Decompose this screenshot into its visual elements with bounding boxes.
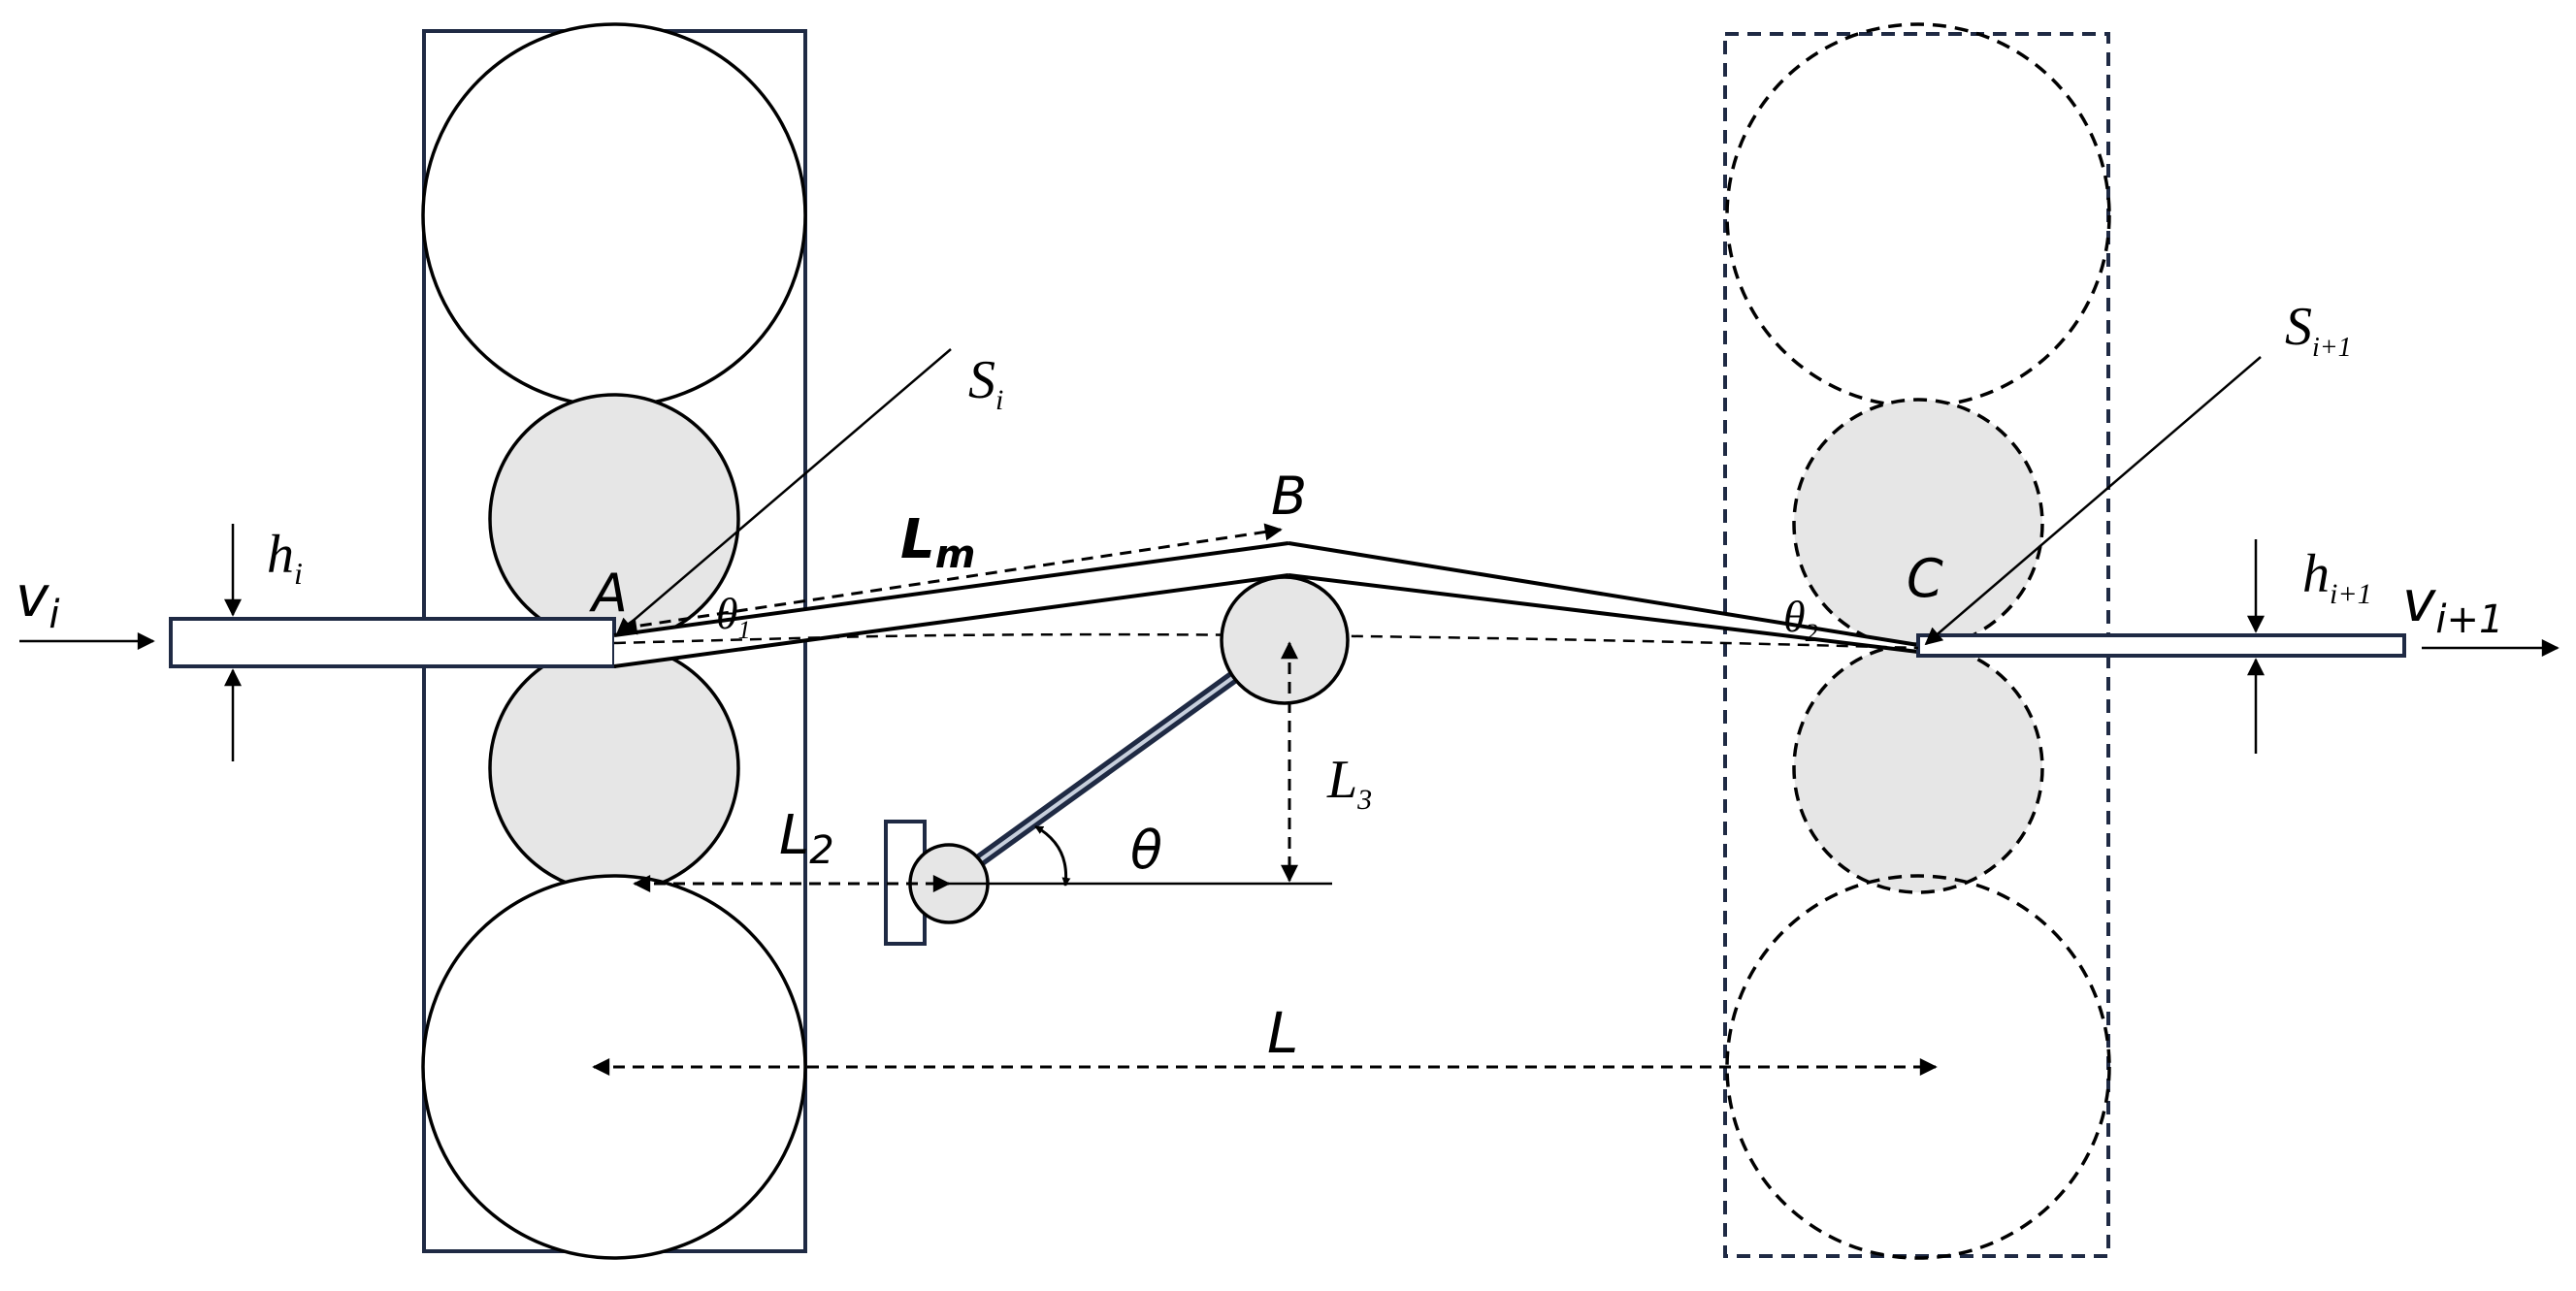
label-v-i: vi (16, 564, 59, 637)
strip-upper-edge-2 (1288, 541, 1919, 647)
theta-angle-arc (1034, 824, 1071, 887)
stand-i1-bottom-backup-roll (1725, 874, 2111, 1260)
label-S-i1: Si+1 (2285, 297, 2352, 363)
label-h-i: hi (267, 525, 303, 591)
label-theta: θ (1130, 820, 1162, 881)
stand-i-bottom-work-roll (488, 642, 740, 894)
label-theta-2: θ2 (1783, 592, 1818, 647)
label-L-m: Lm (900, 508, 975, 577)
pass-line (613, 632, 1919, 650)
stand-i1-top-work-roll (1792, 398, 2044, 650)
label-S-i: Si (968, 350, 1003, 416)
label-h-i1: hi+1 (2302, 544, 2372, 610)
label-theta-1: θ1 (716, 589, 751, 644)
stand-i1-top-backup-roll (1725, 22, 2111, 408)
S-i-leader-line (615, 348, 952, 636)
label-L: L (1267, 1000, 1298, 1066)
Lm-dimension-line (619, 523, 1283, 635)
label-point-A: A (589, 563, 628, 624)
label-point-B: B (1271, 466, 1307, 527)
strip-lower-edge-2 (1288, 573, 1919, 654)
outgoing-strip (1916, 633, 2406, 658)
label-L-3: L3 (1326, 750, 1372, 816)
label-point-C: C (1907, 548, 1943, 609)
looper-arm-inner (947, 638, 1287, 885)
S-i1-leader-line (1924, 356, 2262, 646)
label-v-i1: vi+1 (2402, 568, 2503, 642)
stand-i-top-backup-roll (421, 22, 807, 408)
looper-roll (1220, 575, 1350, 705)
incoming-strip (169, 617, 616, 668)
stand-i1-bottom-work-roll (1792, 642, 2044, 894)
label-L-2: L2 (779, 804, 834, 873)
